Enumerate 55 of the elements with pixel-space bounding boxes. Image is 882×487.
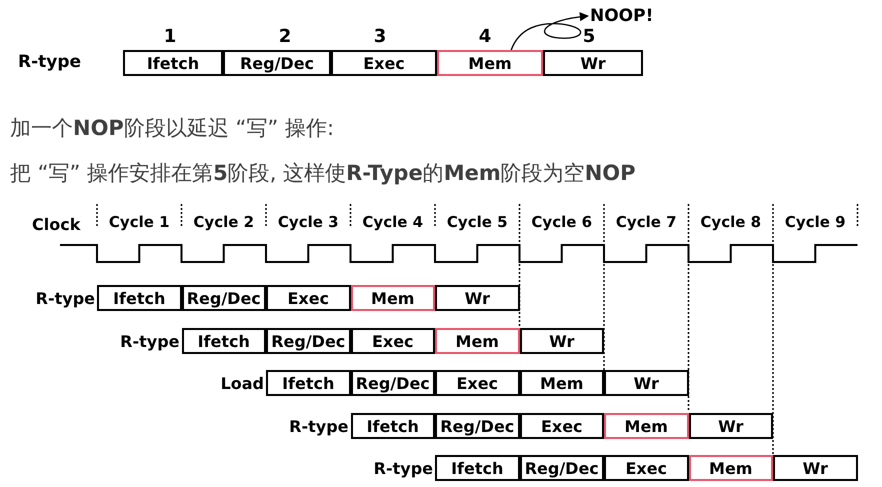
stage-box: Reg/Dec [520,455,604,481]
stage-box: Ifetch [350,412,435,438]
cycle-label: Cycle 8 [700,212,762,232]
stage-box: Ifetch [435,455,520,481]
instruction-text: 把 “写” 操作安排在第5阶段, 这样使R-Type的Mem阶段为空NOP [10,160,636,187]
row-label: R-type [289,416,348,436]
stage-number: 1 [164,27,176,47]
stage-number: 2 [278,27,292,47]
stage-box: Mem [350,285,435,311]
stage-box: Exec [331,50,437,76]
stage-box: Exec [604,455,688,481]
stage-number: 4 [478,27,492,47]
cycle-label: Cycle 3 [278,212,339,232]
note-text: NOOP! [590,6,654,26]
stage-box: Reg/Dec [435,412,520,438]
stage-box: Ifetch [97,285,182,311]
stage-box: Reg/Dec [223,50,331,76]
stage-box: Wr [688,412,773,438]
stage-box: Reg/Dec [350,370,435,396]
stage-box: Exec [350,328,435,354]
stage-box: Mem [688,455,773,481]
row-label: R-type [374,459,433,479]
stage-box: Wr [773,455,858,481]
arrow [510,12,589,50]
stage-number: 3 [374,27,386,47]
stage-box: Ifetch [182,328,266,354]
stage-box: Wr [543,50,643,76]
clock-label: Clock [32,215,80,235]
stage-box: Reg/Dec [182,285,266,311]
stage-box: Exec [266,285,350,311]
cycle-label: Cycle 7 [616,212,677,232]
row-label: R-type [36,289,95,309]
stage-box: Wr [520,328,604,354]
row-label: Load [220,374,264,394]
cycle-label: Cycle 4 [362,212,424,232]
cycle-label: Cycle 9 [784,212,846,232]
stage-box: Exec [520,412,604,438]
stage-box: Reg/Dec [266,328,350,354]
stage-box: Mem [437,50,543,76]
stage-number: 5 [582,27,596,47]
stage-box: Wr [435,285,520,311]
stage-box: Ifetch [266,370,350,396]
cycle-label: Cycle 5 [446,212,508,232]
stage-box: Wr [604,370,688,396]
row-label: R-type [18,52,82,72]
stage-box: Mem [520,370,604,396]
instruction-text: 加一个NOP阶段以延迟 “写” 操作: [10,115,334,142]
stage-box: Mem [435,328,520,354]
stage-box: Exec [435,370,520,396]
cycle-label: Cycle 6 [531,212,592,232]
stage-box: Mem [604,412,688,438]
cycle-label: Cycle 1 [108,212,170,232]
row-label: R-type [120,332,180,352]
cycle-label: Cycle 2 [193,212,254,232]
stage-box: Ifetch [123,50,223,76]
